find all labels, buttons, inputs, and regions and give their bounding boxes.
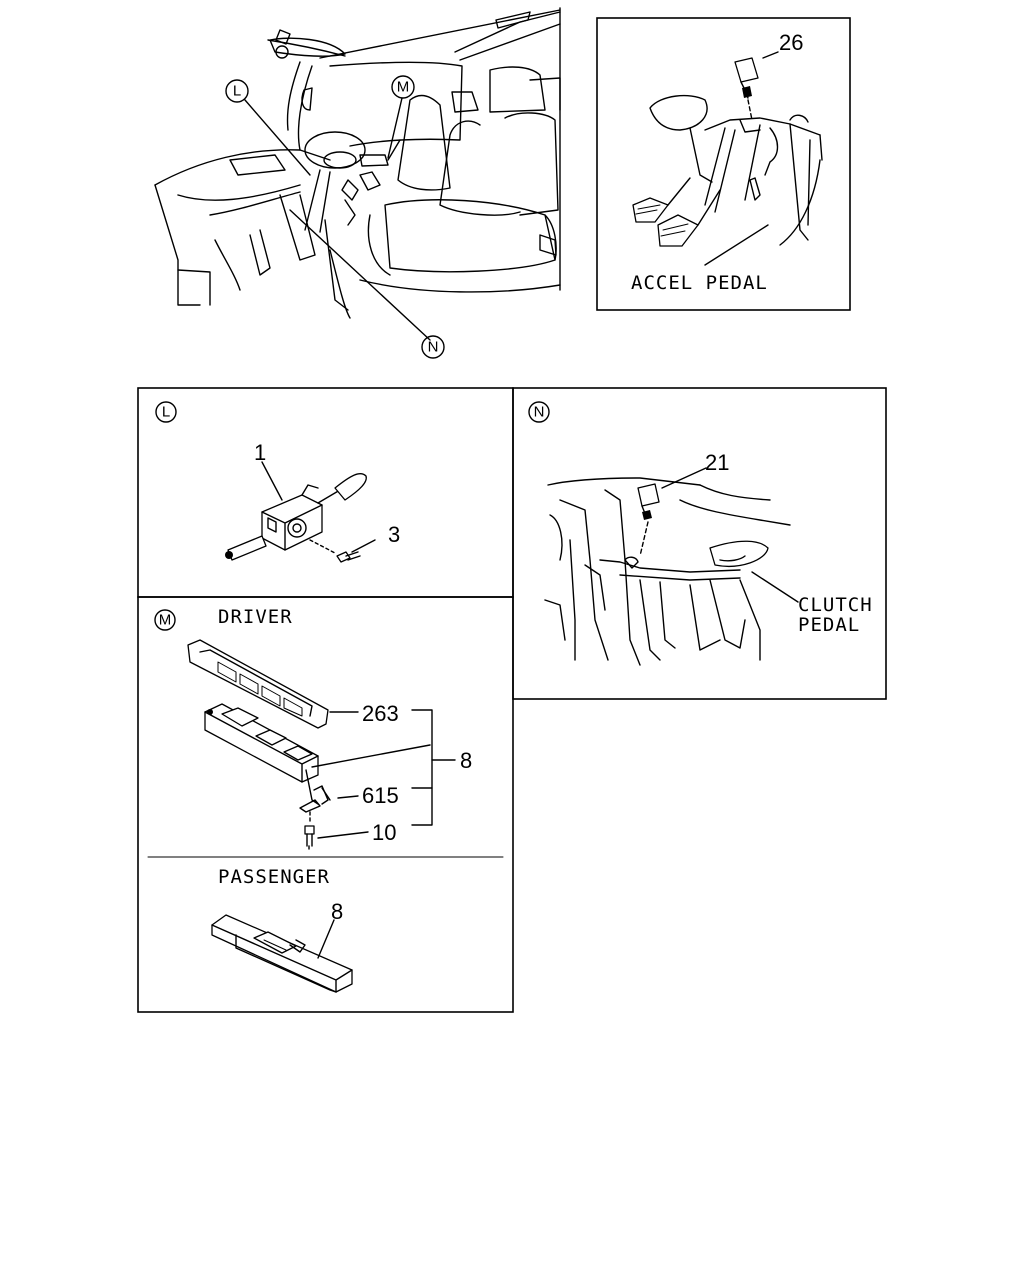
driver-window-switch-illustration (187, 639, 456, 850)
part-615-label: 615 (362, 783, 399, 808)
callout-L-marker: L (225, 79, 249, 103)
accel-pedal-illustration (632, 51, 823, 266)
clutch-pedal-illustration (544, 467, 799, 666)
passenger-label: PASSENGER (218, 866, 330, 888)
panel-M (137, 596, 514, 1013)
part-8-driver-label: 8 (460, 748, 472, 773)
svg-text:N: N (534, 404, 545, 421)
svg-text:L: L (162, 404, 170, 421)
passenger-window-switch-illustration (211, 914, 353, 993)
accel-part-26-label: 26 (779, 30, 803, 55)
clutch-pedal-label-line1: CLUTCH (798, 594, 873, 616)
part-10-label: 10 (372, 820, 396, 845)
svg-text:L: L (233, 83, 241, 100)
callout-N-marker: N (421, 335, 445, 359)
panel-N (512, 387, 887, 700)
svg-text:N: N (428, 339, 439, 356)
part-21-label: 21 (705, 450, 729, 475)
part-263-label: 263 (362, 701, 399, 726)
callout-M-marker: M (391, 75, 415, 99)
cab-interior-illustration (154, 7, 561, 319)
svg-text:M: M (159, 612, 172, 629)
svg-text:M: M (397, 79, 410, 96)
combination-switch-illustration (225, 461, 376, 563)
clutch-pedal-label-line2: PEDAL (798, 614, 860, 636)
panel-L-marker: L (155, 401, 177, 423)
driver-label: DRIVER (218, 606, 293, 628)
panel-N-marker: N (528, 401, 550, 423)
part-1-label: 1 (254, 440, 266, 465)
panel-L (137, 387, 514, 598)
part-8-passenger-label: 8 (331, 899, 343, 924)
accel-pedal-label: ACCEL PEDAL (631, 272, 768, 294)
part-3-label: 3 (388, 522, 400, 547)
accel-pedal-panel (596, 17, 851, 311)
panel-M-marker: M (154, 609, 176, 631)
